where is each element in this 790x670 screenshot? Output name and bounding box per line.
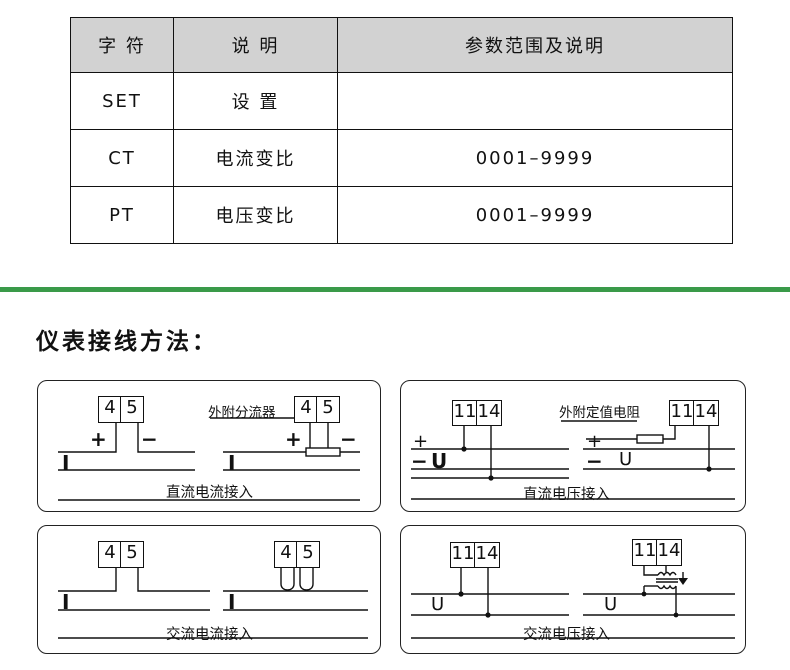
terminal-11: 11 xyxy=(669,400,695,426)
dc-current-diagram: 4 5 + − I 外附分流器 4 5 + − I 直流电流接入 xyxy=(37,380,381,512)
terminal-11: 11 xyxy=(450,542,476,568)
terminal-5: 5 xyxy=(296,541,320,568)
terminal-5: 5 xyxy=(120,541,144,568)
table-row: CT 电流变比 0001–9999 xyxy=(70,129,733,187)
dc-current-wiring xyxy=(58,417,360,501)
terminal-11: 11 xyxy=(452,400,478,426)
plus-sign: + xyxy=(285,427,302,451)
shunt-label: 外附分流器 xyxy=(208,405,276,421)
table-header-row: 字 符 说 明 参数范围及说明 xyxy=(70,17,733,73)
current-symbol: I xyxy=(228,590,236,614)
terminal-14: 14 xyxy=(656,539,682,566)
header-range: 参数范围及说明 xyxy=(337,17,733,73)
plus-sign: + xyxy=(587,431,603,452)
cell-description: 设 置 xyxy=(173,72,338,130)
cell-description: 电流变比 xyxy=(173,129,338,187)
diagram-caption: 交流电压接入 xyxy=(523,627,610,643)
ac-voltage-wiring xyxy=(411,566,735,639)
minus-sign: − xyxy=(586,449,603,473)
voltage-symbol: U xyxy=(604,594,618,615)
table-row: PT 电压变比 0001–9999 xyxy=(70,186,733,244)
dc-voltage-wiring xyxy=(411,420,735,500)
current-symbol: I xyxy=(228,451,236,475)
ac-current-diagram: 4 5 I 4 5 I 交流电流接入 xyxy=(37,525,381,654)
minus-sign: − xyxy=(411,449,428,473)
terminal-4: 4 xyxy=(274,541,298,568)
terminal-14: 14 xyxy=(693,400,719,426)
minus-sign: − xyxy=(141,427,158,451)
terminal-5: 5 xyxy=(316,396,340,423)
terminal-14: 14 xyxy=(476,400,502,426)
current-symbol: I xyxy=(62,590,70,614)
table-row: SET 设 置 xyxy=(70,72,733,130)
plus-sign: + xyxy=(90,427,107,451)
cell-description: 电压变比 xyxy=(173,186,338,244)
voltage-symbol: U xyxy=(619,449,633,470)
terminal-11: 11 xyxy=(632,539,658,566)
cell-symbol: SET xyxy=(70,72,174,130)
parameter-table: 字 符 说 明 参数范围及说明 SET 设 置 CT 电流变比 0001–999… xyxy=(70,17,733,244)
diagram-caption: 直流电流接入 xyxy=(166,485,253,501)
header-symbol: 字 符 xyxy=(70,17,174,73)
ac-current-wiring xyxy=(58,566,368,639)
terminal-4: 4 xyxy=(98,541,122,568)
terminal-5: 5 xyxy=(120,396,144,423)
terminal-4: 4 xyxy=(294,396,318,423)
cell-range xyxy=(337,72,733,130)
cell-range: 0001–9999 xyxy=(337,129,733,187)
section-divider xyxy=(0,287,790,292)
current-symbol: I xyxy=(62,451,70,475)
cell-range: 0001–9999 xyxy=(337,186,733,244)
voltage-symbol: U xyxy=(431,449,448,473)
section-title: 仪表接线方法： xyxy=(36,329,218,355)
terminal-4: 4 xyxy=(98,396,122,423)
voltage-symbol: U xyxy=(431,594,445,615)
terminal-14: 14 xyxy=(474,542,500,568)
ac-voltage-diagram: 11 14 U 11 14 U 交流电压接入 xyxy=(400,525,746,654)
cell-symbol: CT xyxy=(70,129,174,187)
plus-sign: + xyxy=(413,431,429,452)
minus-sign: − xyxy=(340,427,357,451)
resistor-label: 外附定值电阻 xyxy=(559,405,640,421)
cell-symbol: PT xyxy=(70,186,174,244)
diagram-caption: 直流电压接入 xyxy=(523,487,610,503)
dc-voltage-diagram: 11 14 + − U 外附定值电阻 11 14 + − U 直流电压接入 xyxy=(400,380,746,512)
diagram-caption: 交流电流接入 xyxy=(166,627,253,643)
header-description: 说 明 xyxy=(173,17,338,73)
